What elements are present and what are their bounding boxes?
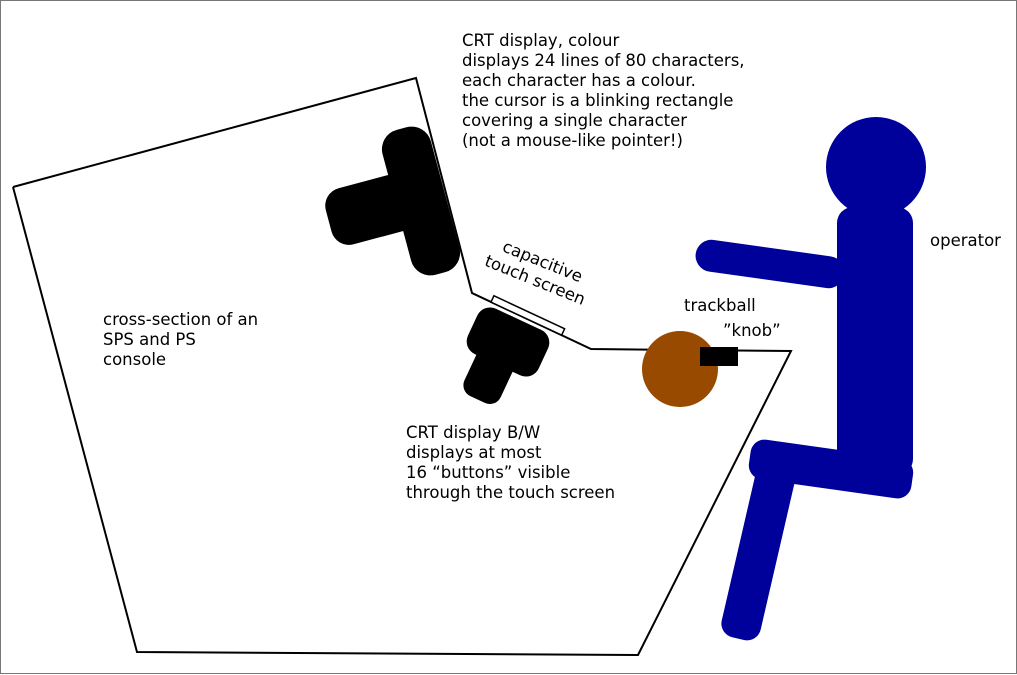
crt-colour-display	[325, 126, 461, 276]
operator-torso	[837, 207, 913, 475]
crt-colour-line: each character has a colour.	[462, 71, 696, 90]
console-line: SPS and PS	[103, 330, 196, 349]
operator-head	[826, 117, 926, 217]
operator-thigh	[748, 439, 914, 499]
crt-colour-line: the cursor is a blinking rectangle	[462, 91, 734, 110]
crt-colour-annotation: CRT display, colour displays 24 lines of…	[462, 31, 745, 151]
operator-figure	[695, 117, 926, 641]
console-line: cross-section of an	[103, 310, 259, 329]
crt-bw-line: 16 “buttons” visible	[406, 463, 571, 482]
crt-colour-line: covering a single character	[462, 111, 688, 130]
operator-arm	[695, 239, 845, 289]
crt-bw-display	[463, 307, 550, 404]
console-annotation: cross-section of an SPS and PS console	[103, 310, 258, 370]
operator-annotation: operator	[930, 231, 1001, 250]
crt-colour-line: CRT display, colour	[462, 31, 620, 50]
knob-annotation: ”knob”	[723, 321, 781, 340]
crt-bw-annotation: CRT display B/W displays at most 16 “but…	[406, 423, 615, 503]
console-line: console	[103, 350, 167, 369]
operator-shin	[721, 455, 797, 641]
crt-bw-line: displays at most	[406, 443, 542, 462]
crt-bw-neck	[463, 346, 515, 404]
trackball-annotation: trackball	[684, 296, 756, 315]
touch-screen-glass	[489, 294, 566, 337]
crt-bw-line: through the touch screen	[406, 483, 616, 502]
knob	[700, 347, 738, 366]
crt-colour-line: displays 24 lines of 80 characters,	[462, 51, 745, 70]
crt-colour-line: (not a mouse-like pointer!)	[462, 131, 683, 150]
crt-bw-line: CRT display B/W	[406, 423, 541, 442]
crt-colour-neck	[325, 171, 429, 245]
trackball	[642, 331, 718, 407]
